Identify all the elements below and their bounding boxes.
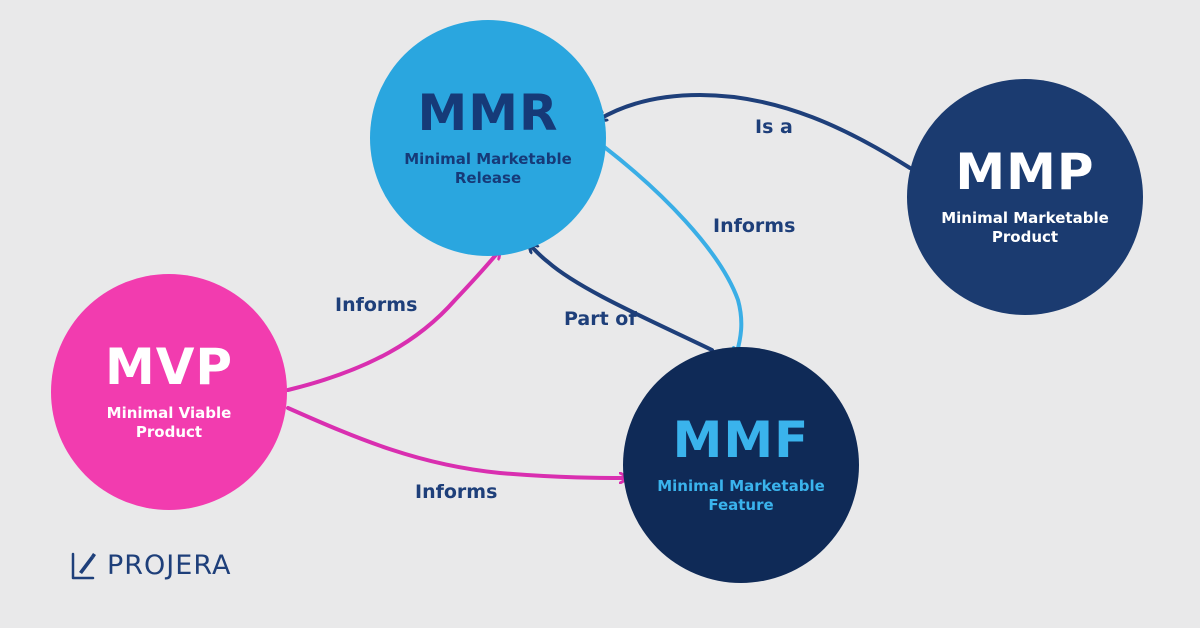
edge-label-informs-mvp-mmf: Informs (415, 481, 498, 503)
node-mmr-abbr: MMR (417, 83, 559, 142)
brand-name: PROJERA (107, 549, 232, 581)
node-mmr: MMR Minimal Marketable Release (370, 20, 606, 256)
arrow-mmf-to-mmr (529, 244, 714, 352)
node-mvp-abbr: MVP (104, 337, 234, 396)
node-mmf-abbr: MMF (672, 410, 810, 469)
edge-label-is-a: Is a (755, 116, 793, 138)
node-mmp: MMP Minimal Marketable Product (907, 79, 1143, 315)
brand-logo: PROJERA (69, 548, 231, 582)
node-mvp-full: Minimal Viable Product (106, 403, 232, 442)
node-mvp: MVP Minimal Viable Product (51, 274, 287, 510)
edge-label-informs-mmr-mmf: Informs (713, 215, 796, 237)
arrow-mvp-to-mmf (286, 406, 628, 478)
edge-label-part-of: Part of (564, 308, 637, 330)
node-mmr-full: Minimal Marketable Release (404, 149, 572, 188)
node-mmf: MMF Minimal Marketable Feature (623, 347, 859, 583)
arrow-mmp-to-mmr (598, 92, 912, 170)
arrow-mmr-to-mmf (601, 144, 741, 356)
pen-square-icon (71, 552, 96, 580)
node-mmf-full: Minimal Marketable Feature (657, 476, 825, 515)
arrow-mvp-to-mmr (286, 250, 500, 392)
node-mmp-abbr: MMP (955, 142, 1095, 201)
edge-label-informs-mvp-mmr: Informs (335, 294, 418, 316)
node-mmp-full: Minimal Marketable Product (941, 208, 1109, 247)
